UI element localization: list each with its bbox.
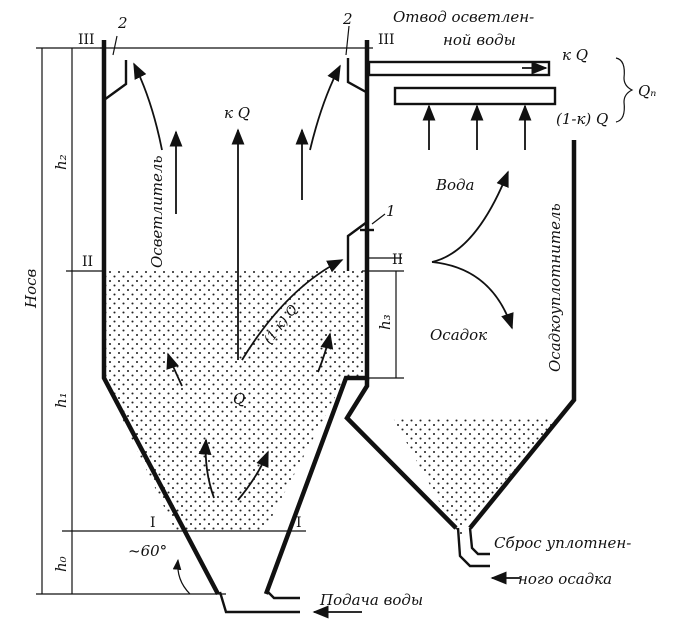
kq-outlet-label: к Q bbox=[562, 46, 588, 64]
discharge-label-line1: Сброс уплотнен- bbox=[494, 534, 631, 552]
water-label: Вода bbox=[435, 176, 475, 194]
right-trough bbox=[346, 58, 367, 94]
level-3-right-label: III bbox=[378, 32, 395, 48]
thickener-left-wall bbox=[344, 378, 458, 530]
clarifier-left-wall bbox=[101, 40, 220, 596]
feed-pipe bbox=[218, 591, 300, 614]
sludge-label: Осадок bbox=[430, 326, 487, 344]
marker-2-left-label: 2 bbox=[117, 14, 128, 32]
discharge-pipe-inner bbox=[468, 527, 490, 556]
thickener-sludge bbox=[393, 418, 560, 536]
h2-label: h₂ bbox=[52, 154, 70, 170]
q-total-label: Qₙ bbox=[638, 82, 656, 100]
level-2-right-label: II bbox=[392, 252, 403, 268]
marker-2-right-label: 2 bbox=[342, 10, 353, 28]
q-in-label: Q bbox=[233, 390, 245, 408]
level-1-right-label: I bbox=[296, 515, 302, 531]
h-total-label: Hосв bbox=[22, 268, 40, 309]
angle-label: ~60° bbox=[128, 542, 167, 560]
thickener-right-wall bbox=[468, 140, 577, 530]
h3-label: h₃ bbox=[376, 314, 394, 330]
discharge-label-line2: ного осадка bbox=[518, 570, 612, 588]
h1-label: h₁ bbox=[52, 392, 70, 408]
feed-pipe-inner bbox=[267, 591, 300, 600]
dimension-lines bbox=[36, 47, 404, 595]
marker-1-label: 1 bbox=[386, 202, 396, 220]
clarifier-label: Осветлитель bbox=[148, 155, 166, 268]
left-trough bbox=[103, 60, 128, 101]
h0-label: h₀ bbox=[52, 556, 70, 572]
flow-arrows bbox=[133, 61, 548, 619]
clarifier-right-wall bbox=[263, 40, 370, 595]
outlet-pipe-upper bbox=[367, 60, 551, 77]
level-3-left-label: III bbox=[78, 32, 95, 48]
level-2-left-label: II bbox=[82, 254, 93, 270]
fraction-outlet-label: (1-к) Q bbox=[556, 110, 608, 128]
discharge-pipe bbox=[456, 527, 490, 568]
thickener-label: Осадкоуплотнитель bbox=[546, 203, 564, 372]
feed-label: Подача воды bbox=[319, 591, 423, 609]
outflow-brace bbox=[615, 57, 634, 123]
kq-center-label: к Q bbox=[224, 104, 250, 122]
outlet-label-line1: Отвод осветлен- bbox=[393, 8, 534, 26]
outlet-pipe-lower bbox=[393, 86, 557, 106]
level-1-left-label: I bbox=[150, 515, 156, 531]
clarifier-sludge-blanket bbox=[103, 271, 365, 530]
outlet-label-line2: ной воды bbox=[443, 31, 516, 49]
sludge-window bbox=[346, 221, 368, 271]
